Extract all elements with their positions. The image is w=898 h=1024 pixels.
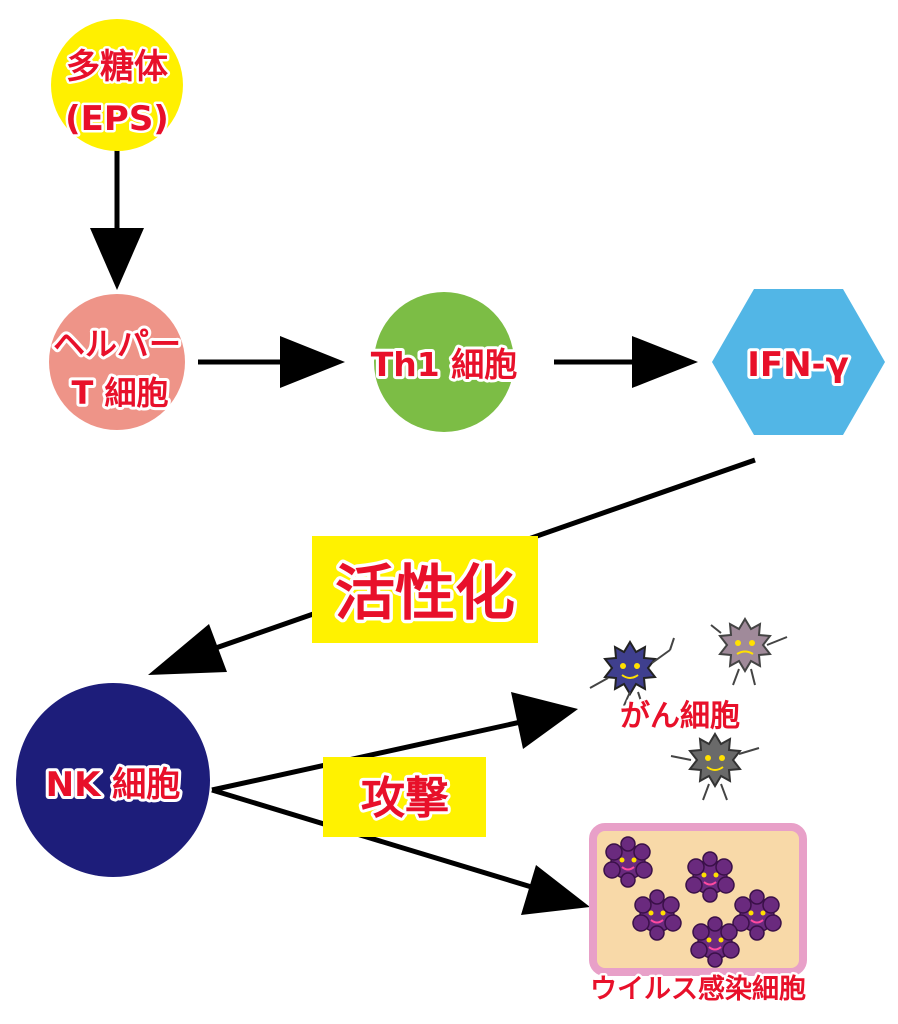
eps-label-line1: 多糖体 xyxy=(66,47,168,87)
arrow-th1-to-ifn xyxy=(554,336,698,388)
node-nk: NK 細胞 xyxy=(16,683,210,877)
node-helper-t: ヘルパー T 細胞 xyxy=(49,294,185,430)
virus-cell-box: ウイルス感染細胞 xyxy=(588,823,809,1008)
node-ifn: IFN-γ xyxy=(712,289,885,435)
nk-circle xyxy=(16,683,210,877)
node-th1: Th1 細胞 xyxy=(368,292,520,432)
activation-label: 活性化 xyxy=(335,559,515,629)
activation-box: 活性化 xyxy=(312,536,538,643)
cancer-cells-illustration: がん細胞 xyxy=(589,618,788,801)
node-eps: 多糖体 (EPS) xyxy=(51,19,183,151)
helper-t-label-line1: ヘルパー xyxy=(53,325,181,363)
arrow-helper-to-th1 xyxy=(198,336,345,388)
eps-label-line2: (EPS) xyxy=(65,99,169,139)
ifn-hexagon xyxy=(712,289,885,435)
eps-circle xyxy=(51,19,183,151)
nk-label: NK 細胞 xyxy=(46,765,181,805)
virus-label: ウイルス感染細胞 xyxy=(590,973,806,1005)
arrow-eps-to-helper xyxy=(90,150,144,290)
arrow-nk-to-cancer xyxy=(211,692,578,793)
th1-circle xyxy=(374,292,514,432)
attack-label: 攻撃 xyxy=(361,773,449,824)
helper-t-label-line2: T 細胞 xyxy=(72,374,169,412)
cancer-label: がん細胞 xyxy=(620,699,740,734)
th1-label: Th1 細胞 xyxy=(371,345,517,384)
ifn-label: IFN-γ xyxy=(747,345,849,385)
helper-t-circle xyxy=(49,294,185,430)
arrow-nk-to-virus xyxy=(211,787,590,915)
attack-box: 攻撃 xyxy=(323,757,486,837)
